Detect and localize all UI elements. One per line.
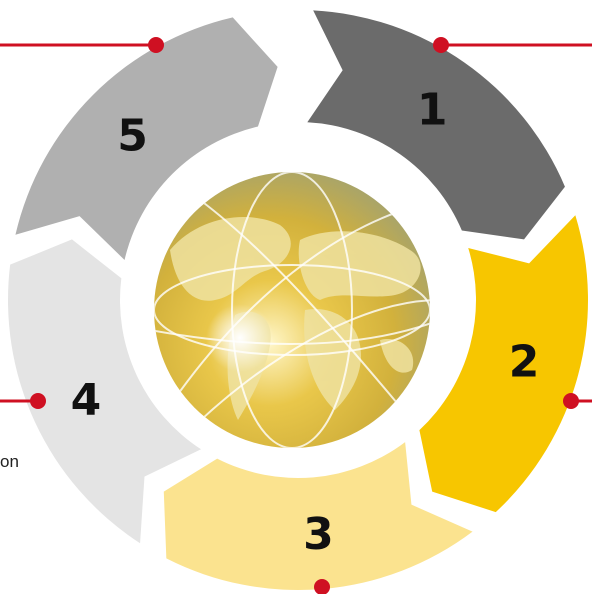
segment-2-arrow (419, 215, 588, 513)
segment-1-arrow (307, 10, 565, 240)
segment-1-number: 1 (417, 84, 448, 135)
connector-2-dot (563, 393, 579, 409)
segment-4-arrow (8, 239, 202, 544)
connectors-group (0, 37, 592, 594)
segment-5-arrow (15, 17, 278, 260)
segment-5-number: 5 (117, 111, 148, 162)
segment-3-arrow (163, 442, 473, 590)
connector-3-dot (314, 579, 330, 594)
connector-1-dot (433, 37, 449, 53)
connector-4-dot (30, 393, 46, 409)
connector-5-dot (148, 37, 164, 53)
segment-2-number: 2 (509, 337, 540, 388)
segments-group (8, 10, 588, 590)
numbers-group: 1 2 3 4 5 (71, 84, 540, 560)
partial-caption-text: on (0, 452, 19, 471)
globe-image (154, 172, 430, 448)
segment-4-number: 4 (71, 375, 102, 426)
segment-3-number: 3 (303, 509, 334, 560)
